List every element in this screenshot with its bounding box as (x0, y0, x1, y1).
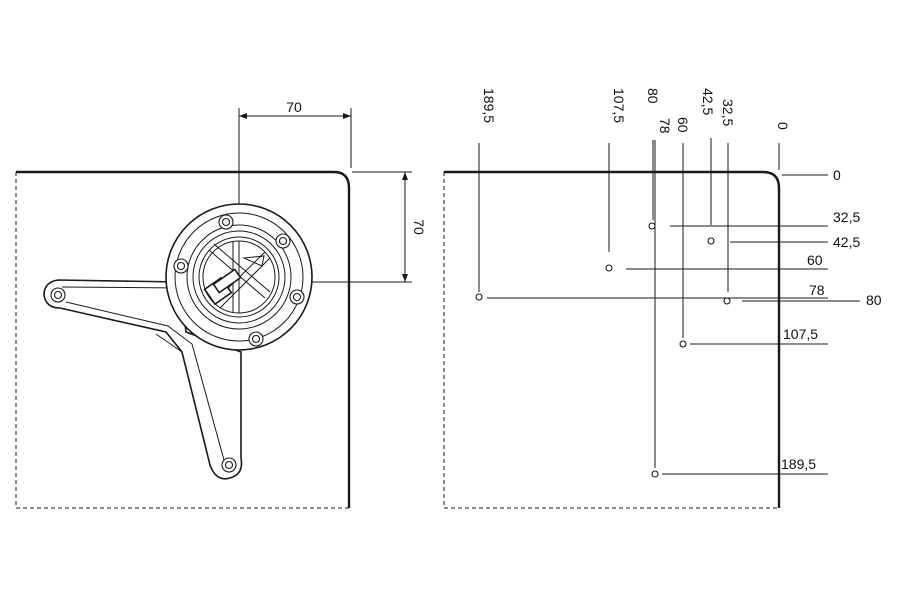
top-label-42-5: 42,5 (700, 88, 716, 115)
top-label-32-5: 32,5 (720, 99, 736, 126)
left-panel-cut-line (15, 172, 349, 509)
hole-marker (723, 297, 731, 305)
hole-marker (605, 264, 613, 272)
hole-marker (648, 222, 656, 230)
right-label-32-5: 32,5 (833, 209, 860, 225)
hole-marker (679, 340, 687, 348)
hole-marker (707, 237, 715, 245)
right-label-0: 0 (833, 167, 841, 183)
dimension-label-vertical: 70 (411, 219, 427, 235)
dimension-label-horizontal: 70 (286, 99, 302, 115)
left-view: 70 70 (15, 99, 427, 509)
top-label-189-5: 189,5 (481, 88, 497, 123)
right-label-42-5: 42,5 (833, 234, 860, 250)
screw-holes (50, 214, 305, 473)
hole-markers (475, 222, 731, 478)
left-panel-edge (16, 170, 351, 508)
bracket-arm-inner (61, 286, 225, 461)
swivel-mechanism (203, 241, 271, 313)
right-view: 189,5 107,5 80 78 60 42,5 32,5 0 0 32,5 … (443, 88, 882, 509)
right-panel-edge (444, 170, 781, 508)
hole-marker (651, 470, 659, 478)
top-label-78: 78 (657, 118, 673, 134)
hole-marker (475, 293, 483, 301)
right-coordinate-labels: 0 32,5 42,5 60 78 80 107,5 189,5 (781, 167, 882, 472)
top-coordinate-labels: 189,5 107,5 80 78 60 42,5 32,5 0 (481, 88, 791, 134)
right-label-189-5: 189,5 (781, 456, 816, 472)
hole-leaders (478, 138, 860, 475)
dimension-vertical-70: 70 (244, 171, 427, 283)
top-label-107-5: 107,5 (611, 88, 627, 123)
right-label-107-5: 107,5 (783, 326, 818, 342)
top-label-60: 60 (675, 117, 691, 133)
leg-bracket (43, 203, 313, 480)
right-label-78: 78 (809, 282, 825, 298)
right-label-60: 60 (807, 252, 823, 268)
right-panel-cut-line (443, 172, 779, 509)
right-label-80: 80 (866, 292, 882, 308)
top-label-80: 80 (645, 88, 661, 104)
top-label-0: 0 (775, 122, 791, 130)
